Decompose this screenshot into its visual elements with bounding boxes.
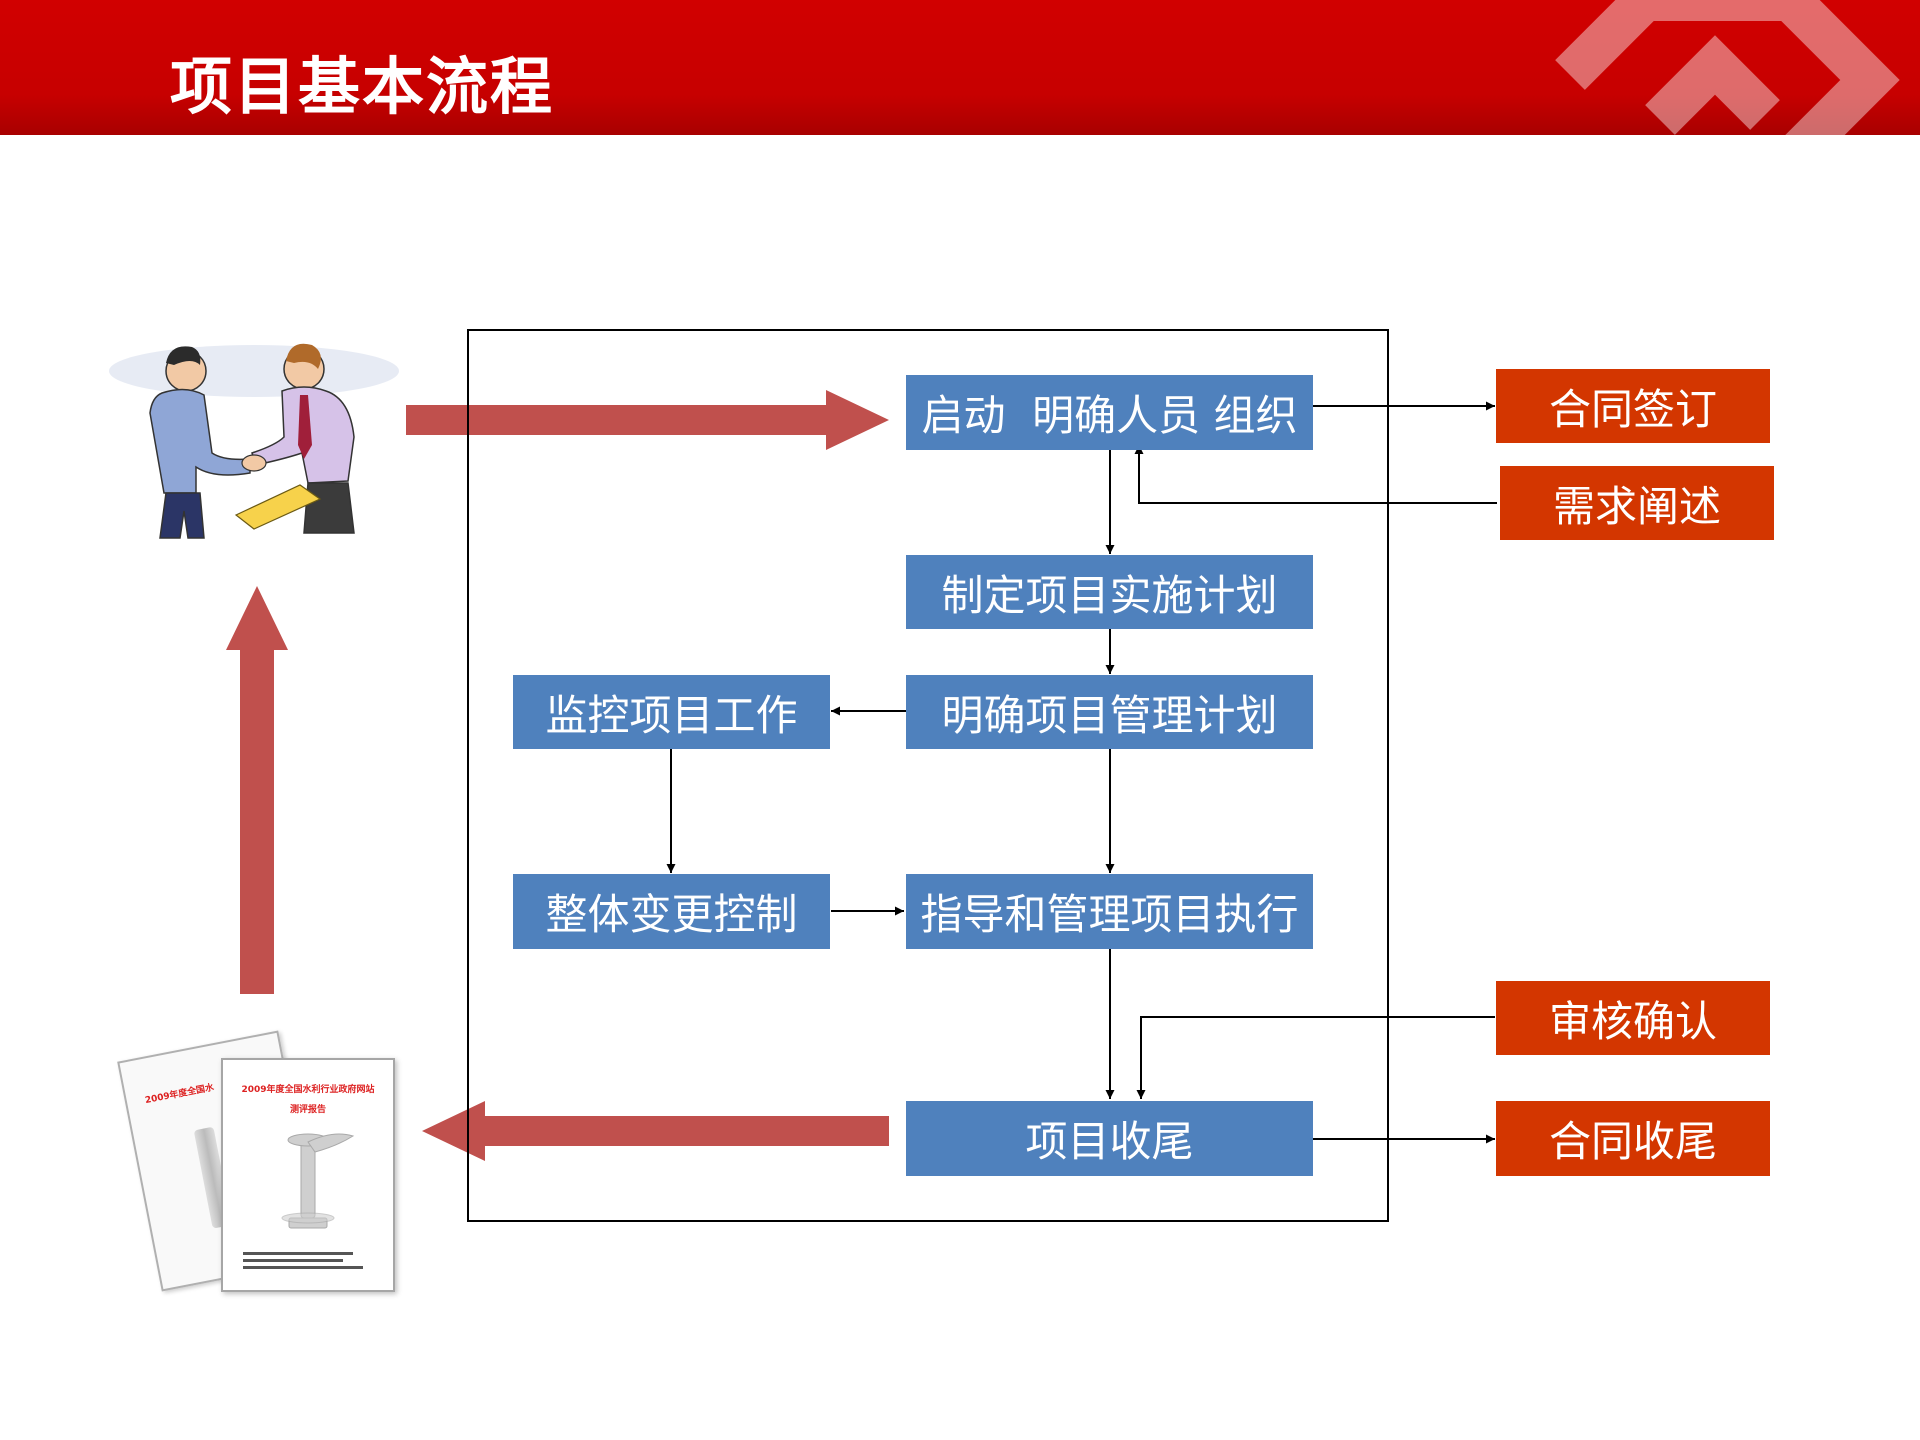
- report-title-line1: 2009年度全国水利行业政府网站: [241, 1085, 375, 1095]
- report-footer-lines: [243, 1248, 373, 1273]
- node-start-label: 启动 明确人员 组织: [921, 391, 1298, 440]
- node-monitor: 监控项目工作: [513, 675, 830, 749]
- contract-close-label: 合同收尾: [1548, 1117, 1717, 1166]
- review-label: 审核确认: [1548, 996, 1717, 1046]
- side-node-contract-close: 合同收尾: [1496, 1101, 1770, 1176]
- header-bar: 项目基本流程: [0, 0, 1920, 135]
- node-mgmt-plan: 明确项目管理计划: [906, 675, 1313, 749]
- node-close: 项目收尾: [906, 1101, 1313, 1176]
- node-plan: 制定项目实施计划: [906, 555, 1313, 629]
- node-execute: 指导和管理项目执行: [906, 874, 1313, 949]
- arrow-review-to-close: [1136, 1016, 1495, 1099]
- report-title-line2: 测评报告: [289, 1105, 326, 1115]
- node-plan-label: 制定项目实施计划: [941, 570, 1278, 620]
- report-pillar-icon: [281, 1133, 355, 1229]
- side-node-contract-sign: 合同签订: [1496, 369, 1770, 443]
- big-arrow-up: [226, 586, 288, 994]
- report-back-title: 2009年度全国水: [144, 1082, 215, 1107]
- node-execute-label: 指导和管理项目执行: [920, 890, 1299, 939]
- page-title: 项目基本流程: [170, 50, 555, 123]
- side-node-review: 审核确认: [1496, 981, 1770, 1055]
- handshake-illustration: [109, 343, 399, 539]
- brand-logo-icon: [1555, 0, 1900, 135]
- node-monitor-label: 监控项目工作: [545, 690, 798, 740]
- node-change-label: 整体变更控制: [545, 890, 798, 939]
- node-close-label: 项目收尾: [1025, 1117, 1194, 1166]
- process-frame: [467, 329, 1389, 1222]
- big-arrow-right: [406, 390, 889, 450]
- side-node-requirement: 需求阐述: [1500, 466, 1774, 540]
- node-change: 整体变更控制: [513, 874, 830, 949]
- report-front-page: 2009年度全国水利行业政府网站 测评报告: [221, 1058, 395, 1292]
- node-mgmt-plan-label: 明确项目管理计划: [941, 690, 1278, 740]
- node-start: 启动 明确人员 组织: [906, 375, 1313, 450]
- requirement-label: 需求阐述: [1552, 481, 1721, 531]
- arrow-requirement-to-start: [1134, 445, 1497, 504]
- report-documents-illustration: 2009年度全国水 2009年度全国水利行业政府网站 测评报告: [117, 1026, 398, 1292]
- big-arrow-left: [422, 1101, 889, 1161]
- contract-sign-label: 合同签订: [1548, 384, 1717, 434]
